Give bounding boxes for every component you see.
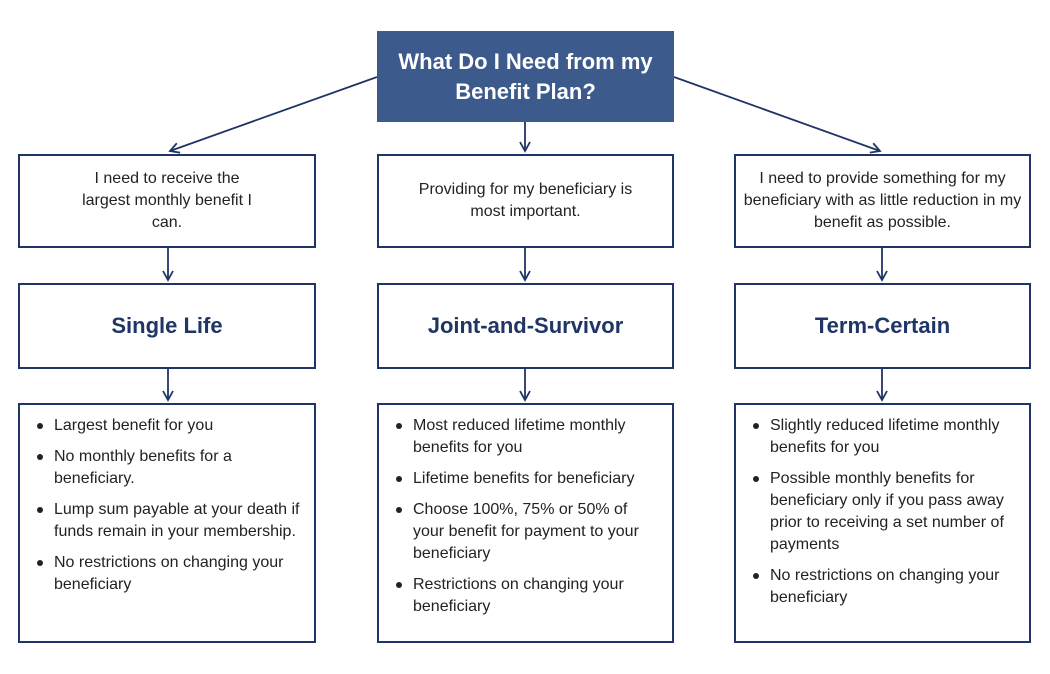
- option-box-term-certain: Term-Certain: [734, 283, 1031, 369]
- detail-item: Most reduced lifetime monthly benefits f…: [389, 415, 662, 459]
- details-list: Most reduced lifetime monthly benefits f…: [389, 415, 662, 618]
- detail-item: Possible monthly benefits for beneficiar…: [746, 468, 1019, 556]
- detail-item: No restrictions on changing your benefic…: [30, 552, 304, 596]
- need-text: I need to receive the largest monthly be…: [82, 170, 252, 231]
- detail-item: No monthly benefits for a beneficiary.: [30, 446, 304, 490]
- need-box-joint-and-survivor: Providing for my beneficiary is most imp…: [377, 154, 674, 248]
- detail-item: No restrictions on changing your benefic…: [746, 565, 1019, 609]
- detail-item: Lump sum payable at your death if funds …: [30, 499, 304, 543]
- arrow-title-to-need-1: [168, 76, 378, 154]
- detail-item: Restrictions on changing your beneficiar…: [389, 574, 662, 618]
- details-box-joint-and-survivor: Most reduced lifetime monthly benefits f…: [377, 403, 674, 643]
- option-title: Joint-and-Survivor: [427, 313, 624, 338]
- details-list: Largest benefit for you No monthly benef…: [30, 415, 304, 596]
- need-text: Providing for my beneficiary is most imp…: [418, 181, 633, 220]
- details-list: Slightly reduced lifetime monthly benefi…: [746, 415, 1019, 609]
- option-title: Term-Certain: [814, 313, 951, 338]
- detail-item: Largest benefit for you: [30, 415, 304, 437]
- detail-item: Lifetime benefits for beneficiary: [389, 468, 662, 490]
- need-text: I need to provide something for my benef…: [743, 170, 1022, 231]
- diagram-title-box: What Do I Need from my Benefit Plan?: [377, 31, 674, 122]
- need-box-single-life: I need to receive the largest monthly be…: [18, 154, 316, 248]
- detail-item: Choose 100%, 75% or 50% of your benefit …: [389, 499, 662, 565]
- need-box-term-certain: I need to provide something for my benef…: [734, 154, 1031, 248]
- arrow-title-to-need-3: [673, 76, 882, 154]
- option-box-joint-and-survivor: Joint-and-Survivor: [377, 283, 674, 369]
- details-box-single-life: Largest benefit for you No monthly benef…: [18, 403, 316, 643]
- detail-item: Slightly reduced lifetime monthly benefi…: [746, 415, 1019, 459]
- option-box-single-life: Single Life: [18, 283, 316, 369]
- option-title: Single Life: [111, 313, 223, 338]
- diagram-title: What Do I Need from my Benefit Plan?: [398, 48, 653, 104]
- details-box-term-certain: Slightly reduced lifetime monthly benefi…: [734, 403, 1031, 643]
